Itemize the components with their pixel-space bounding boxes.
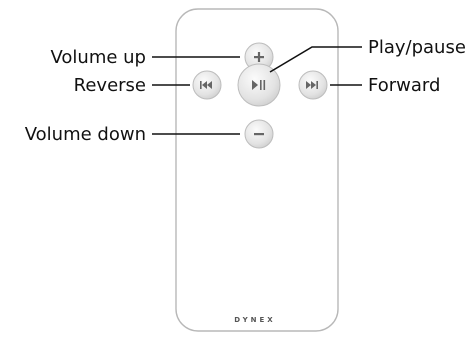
- label-play-pause: Play/pause: [368, 37, 466, 58]
- play-pause-button[interactable]: [237, 63, 281, 107]
- leader-play-pause: [269, 46, 362, 73]
- brand-logo: DYNEX: [234, 316, 275, 324]
- label-reverse: Reverse: [74, 75, 146, 96]
- volume-down-button[interactable]: [244, 119, 274, 149]
- label-volume-down: Volume down: [25, 124, 146, 145]
- rewind-icon: [200, 81, 212, 89]
- label-volume-up: Volume up: [50, 47, 146, 68]
- plus-icon: [254, 52, 264, 62]
- label-forward: Forward: [368, 75, 440, 96]
- play-pause-icon: [252, 80, 266, 90]
- forward-button[interactable]: [298, 70, 328, 100]
- volume-up-button[interactable]: [244, 42, 274, 72]
- reverse-button[interactable]: [192, 70, 222, 100]
- minus-icon: [254, 133, 264, 136]
- fast-forward-icon: [306, 81, 318, 89]
